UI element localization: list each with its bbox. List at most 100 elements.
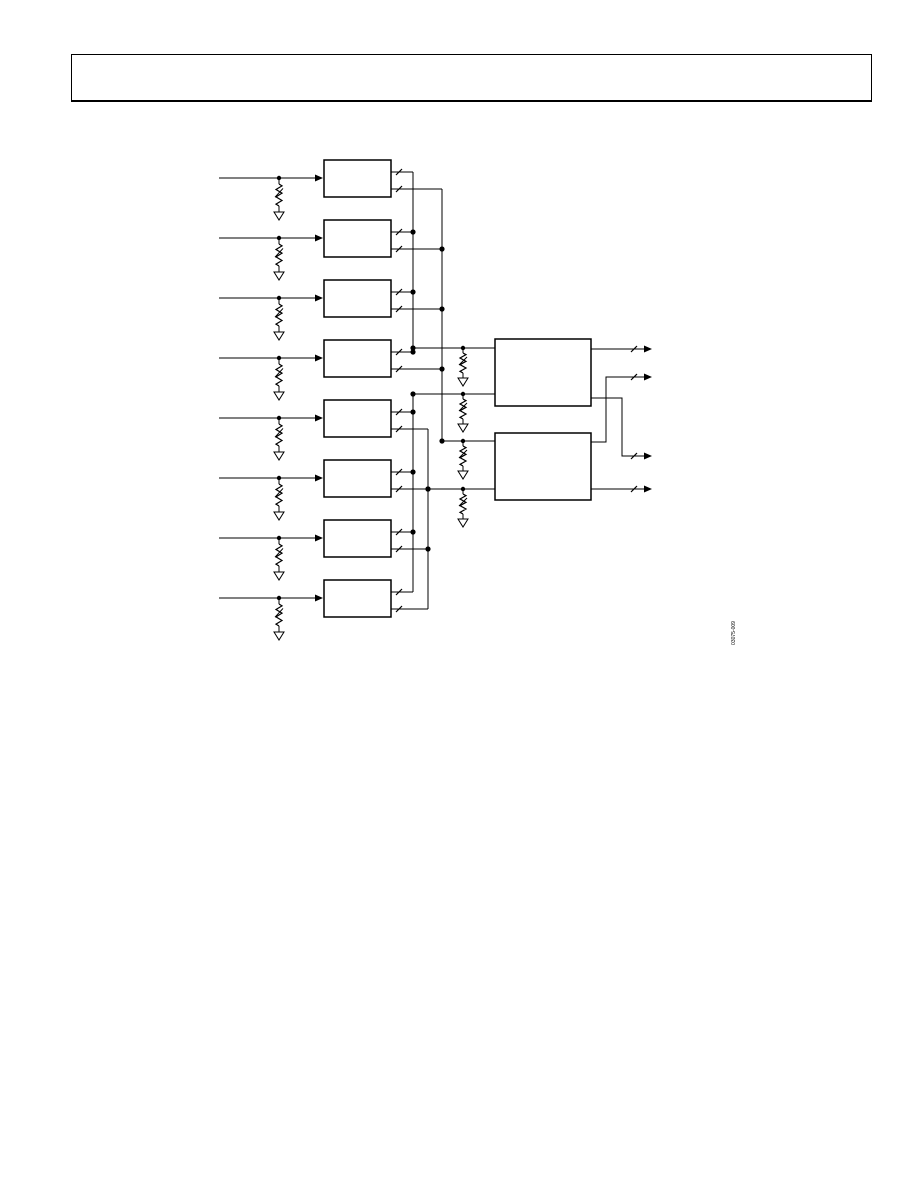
ground-symbol [273,271,285,281]
bus-slash [395,245,403,253]
feed-termination-resistor [458,398,468,420]
input-channel-4 [219,339,403,401]
bus-slash [395,348,403,356]
bus-slash [395,168,403,176]
input-buffer-block [323,279,392,318]
resistor-slash [274,488,284,498]
feed-junction [439,438,445,444]
bus-slash [395,425,403,433]
resistor-zigzag [458,493,468,515]
input-channel-8 [219,579,403,641]
input-buffer-block [323,339,392,378]
input-arrowhead [315,474,323,482]
input-channel-1 [219,159,403,221]
bus-slash [395,588,403,596]
feed-junction [410,391,416,397]
input-channel-7 [219,519,403,581]
ground-symbol [273,451,285,461]
resistor-zigzag [274,363,284,387]
termination-resistor [274,183,284,207]
bus-slash [630,485,638,493]
input-arrowhead [315,534,323,542]
bus-wiring [400,171,495,610]
ground-symbol [457,377,469,387]
input-buffer-block [323,399,392,438]
resistor-slash [458,497,468,507]
ground-symbol [273,571,285,581]
resistor-slash [458,449,468,459]
termination-resistor [274,303,284,327]
input-buffer-block [323,519,392,558]
output-lines [591,345,652,493]
resistor-slash [458,356,468,366]
bus-slash [395,185,403,193]
resistor-slash [274,428,284,438]
switch-blocks [494,338,592,501]
output-3-arrowhead [644,452,652,460]
resistor-zigzag [274,483,284,507]
feed-termination-resistor [458,445,468,467]
input-arrowhead [315,234,323,242]
resistor-slash [274,608,284,618]
input-buffer-block [323,159,392,198]
input-arrowhead [315,294,323,302]
input-buffer-block [323,219,392,258]
output-4-arrowhead [644,485,652,493]
input-arrowhead [315,594,323,602]
bus-slash [395,365,403,373]
resistor-slash [274,188,284,198]
bus-slash [395,545,403,553]
ground-symbol [457,470,469,480]
input-channel-3 [219,279,403,341]
bus-slash [630,452,638,460]
resistor-zigzag [458,398,468,420]
resistor-zigzag [274,603,284,627]
resistor-slash [274,368,284,378]
output-2-line [591,376,650,443]
bus-slash [395,408,403,416]
bus-slash [630,373,638,381]
crosspoint-switch-1 [494,338,592,407]
resistor-slash [274,548,284,558]
resistor-zigzag [274,243,284,267]
termination-resistor [274,423,284,447]
ground-symbol [457,518,469,528]
resistor-zigzag [274,543,284,567]
output-2-arrowhead [644,373,652,381]
resistor-slash [274,248,284,258]
ground-symbol [273,631,285,641]
termination-resistor [274,363,284,387]
termination-resistor [274,243,284,267]
bus-slash [395,228,403,236]
figure-number: 03075-009 [730,621,737,645]
output-3-line [591,397,650,457]
input-arrowhead [315,354,323,362]
ground-symbol [273,511,285,521]
feed-termination-resistor [458,352,468,374]
feed-junction [410,345,416,351]
resistor-zigzag [458,445,468,467]
input-channels [219,159,403,641]
resistor-zigzag [274,183,284,207]
page-header-frame [71,54,872,102]
resistor-slash [274,308,284,318]
ground-symbol [457,423,469,433]
termination-resistor [274,483,284,507]
crosspoint-switch-2 [494,432,592,501]
resistor-zigzag [458,352,468,374]
bus-slash [630,345,638,353]
output-1-arrowhead [644,345,652,353]
feed-junction [425,486,431,492]
ground-symbol [273,391,285,401]
resistor-zigzag [274,303,284,327]
bus-slash [395,288,403,296]
termination-resistor [274,543,284,567]
input-channel-2 [219,219,403,281]
resistor-slash [458,402,468,412]
input-buffer-block [323,579,392,618]
bus-slash [395,605,403,613]
resistor-zigzag [274,423,284,447]
input-channel-5 [219,399,403,461]
ground-symbol [273,331,285,341]
